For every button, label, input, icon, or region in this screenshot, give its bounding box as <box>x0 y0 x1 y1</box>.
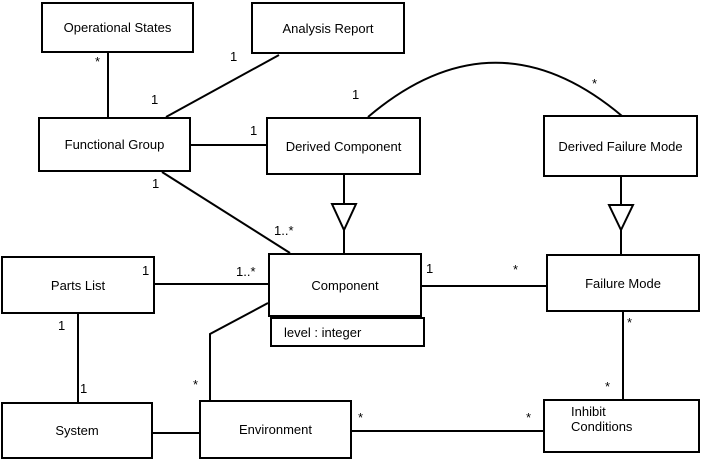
multiplicity-label: * <box>193 377 199 392</box>
multiplicity-label: * <box>627 315 633 330</box>
generalization-arrow-icon <box>330 203 358 233</box>
multiplicity-label: 1 <box>151 92 159 107</box>
multiplicity-label: 1 <box>142 263 150 278</box>
multiplicity-label: * <box>526 410 532 425</box>
multiplicity-label: 1..* <box>274 223 294 238</box>
class-name-label: Derived Component <box>285 138 402 154</box>
generalization-arrow-icon <box>607 204 635 233</box>
edge-derived-component-component-generalization <box>330 175 358 253</box>
multiplicity-label: 1 <box>230 49 238 64</box>
class-derived-component: Derived Component <box>266 117 421 175</box>
class-component-attributes: level : integer <box>270 317 425 347</box>
multiplicity-label: 1 <box>152 176 160 191</box>
class-name-label: Parts List <box>50 277 106 293</box>
multiplicity-label: 1 <box>80 381 88 396</box>
class-name-label: Failure Mode <box>585 275 661 291</box>
class-operational-states: Operational States <box>41 2 194 53</box>
class-inhibit-conditions: Inhibit Conditions <box>543 399 700 453</box>
class-name-label: Analysis Report <box>282 20 374 36</box>
multiplicity-label: * <box>513 262 519 277</box>
multiplicity-label: 1..* <box>236 264 256 279</box>
multiplicity-label: 1 <box>58 318 66 333</box>
class-component: Component <box>268 253 422 317</box>
class-name-label: Inhibit Conditions <box>571 404 633 434</box>
class-derived-failure-mode: Derived Failure Mode <box>543 115 698 177</box>
class-parts-list: Parts List <box>1 256 155 314</box>
class-name-label: Derived Failure Mode <box>558 138 683 154</box>
multiplicity-label: * <box>95 54 101 69</box>
multiplicity-label: * <box>358 410 364 425</box>
class-environment: Environment <box>199 400 352 459</box>
class-name-label: Component <box>311 277 379 293</box>
edge-derived-component-derived-failure-mode-arc <box>367 61 623 118</box>
multiplicity-label: * <box>592 76 598 91</box>
class-functional-group: Functional Group <box>38 117 191 172</box>
edge-functional-group-component <box>161 171 291 254</box>
class-failure-mode: Failure Mode <box>546 254 700 312</box>
multiplicity-label: 1 <box>426 261 434 276</box>
edge-derived-failure-mode-failure-mode-generalization <box>607 177 635 254</box>
class-system: System <box>1 402 153 459</box>
class-name-label: Operational States <box>63 20 172 35</box>
class-name-label: Functional Group <box>64 137 165 152</box>
multiplicity-label: * <box>605 379 611 394</box>
class-name-label: Environment <box>239 422 312 437</box>
class-analysis-report: Analysis Report <box>251 2 405 54</box>
class-name-label: System <box>55 423 99 438</box>
edge-environment-component <box>209 302 269 400</box>
multiplicity-label: 1 <box>250 123 258 138</box>
attribute-label: level : integer <box>284 324 362 340</box>
multiplicity-label: 1 <box>352 87 360 102</box>
edge-analysis-report-functional-group <box>165 54 280 118</box>
